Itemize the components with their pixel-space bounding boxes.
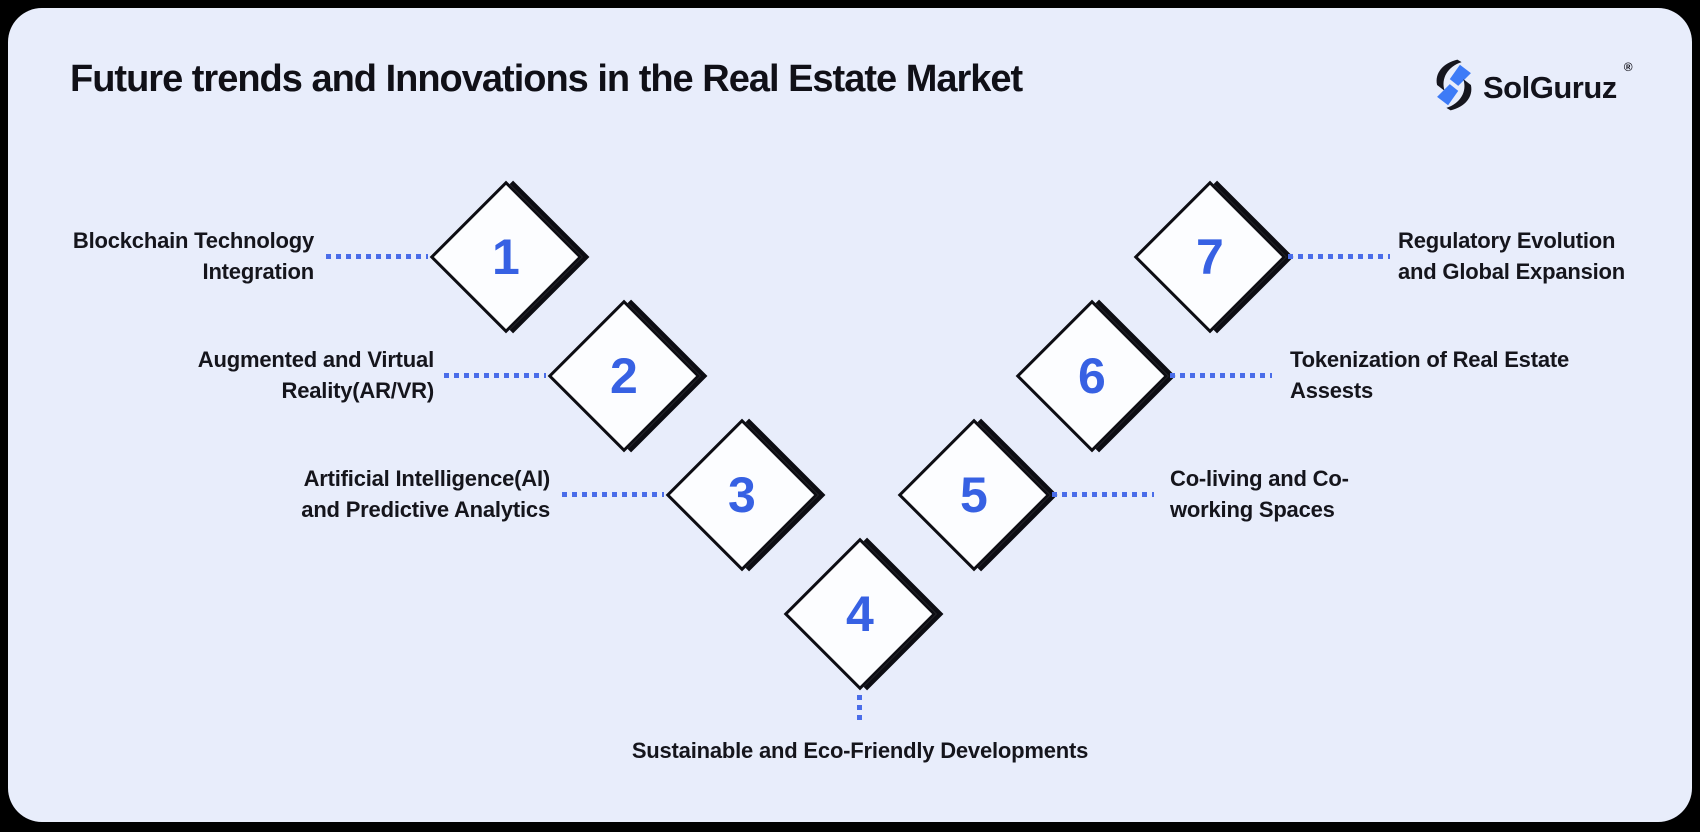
diamond-7-number: 7 bbox=[1196, 229, 1224, 285]
item-label-2-line2: Reality(AR/VR) bbox=[281, 378, 435, 403]
item-label-7-line2: and Global Expansion bbox=[1398, 259, 1626, 284]
solguruz-logo: SolGuruz ® bbox=[1432, 58, 1633, 117]
logo-wordmark: SolGuruz bbox=[1483, 69, 1617, 105]
item-label-2-line1: Augmented and Virtual bbox=[197, 347, 434, 372]
connector-line-3 bbox=[562, 492, 664, 497]
item-label-3-line1: Artificial Intelligence(AI) bbox=[303, 466, 551, 491]
item-label-6-line2: Assests bbox=[1290, 378, 1373, 403]
connector-line-2 bbox=[444, 373, 546, 378]
item-label-1-line1: Blockchain Technology bbox=[72, 228, 314, 253]
item-label-4: Sustainable and Eco-Friendly Development… bbox=[560, 735, 1160, 766]
item-label-1: Blockchain Technology Integration bbox=[48, 225, 314, 287]
diamond-2: 2 bbox=[547, 299, 701, 453]
diamond-2-number: 2 bbox=[610, 348, 638, 404]
item-label-5: Co-living and Co- working Spaces bbox=[1170, 463, 1490, 525]
item-label-5-line1: Co-living and Co- bbox=[1170, 466, 1349, 491]
solguruz-logo-icon bbox=[1432, 58, 1476, 117]
diamond-4: 4 bbox=[783, 537, 937, 691]
item-label-6: Tokenization of Real Estate Assests bbox=[1290, 344, 1650, 406]
connector-line-4 bbox=[857, 695, 862, 725]
diamond-7: 7 bbox=[1133, 180, 1287, 334]
diamond-5: 5 bbox=[897, 418, 1051, 572]
item-label-7: Regulatory Evolution and Global Expansio… bbox=[1398, 225, 1700, 287]
item-label-7-line1: Regulatory Evolution bbox=[1398, 228, 1616, 253]
registered-trademark-mark: ® bbox=[1623, 60, 1633, 74]
item-label-4-line1: Sustainable and Eco-Friendly Development… bbox=[631, 738, 1089, 763]
diamond-6-number: 6 bbox=[1078, 348, 1106, 404]
item-label-2: Augmented and Virtual Reality(AR/VR) bbox=[148, 344, 434, 406]
item-label-1-line2: Integration bbox=[202, 259, 315, 284]
diamond-1-number: 1 bbox=[492, 229, 520, 285]
connector-line-1 bbox=[326, 254, 428, 259]
item-label-6-line1: Tokenization of Real Estate bbox=[1290, 347, 1570, 372]
page-title: Future trends and Innovations in the Rea… bbox=[70, 58, 1023, 100]
diamond-4-number: 4 bbox=[846, 586, 874, 642]
diamond-3-number: 3 bbox=[728, 467, 756, 523]
connector-line-7 bbox=[1288, 254, 1390, 259]
diamond-5-number: 5 bbox=[960, 467, 988, 523]
item-label-3: Artificial Intelligence(AI) and Predicti… bbox=[258, 463, 550, 525]
diamond-1: 1 bbox=[429, 180, 583, 334]
diamond-3: 3 bbox=[665, 418, 819, 572]
infographic-card: Future trends and Innovations in the Rea… bbox=[8, 8, 1692, 822]
connector-line-6 bbox=[1170, 373, 1272, 378]
connector-line-5 bbox=[1052, 492, 1154, 497]
item-label-3-line2: and Predictive Analytics bbox=[301, 497, 550, 522]
diamond-6: 6 bbox=[1015, 299, 1169, 453]
item-label-5-line2: working Spaces bbox=[1170, 497, 1335, 522]
